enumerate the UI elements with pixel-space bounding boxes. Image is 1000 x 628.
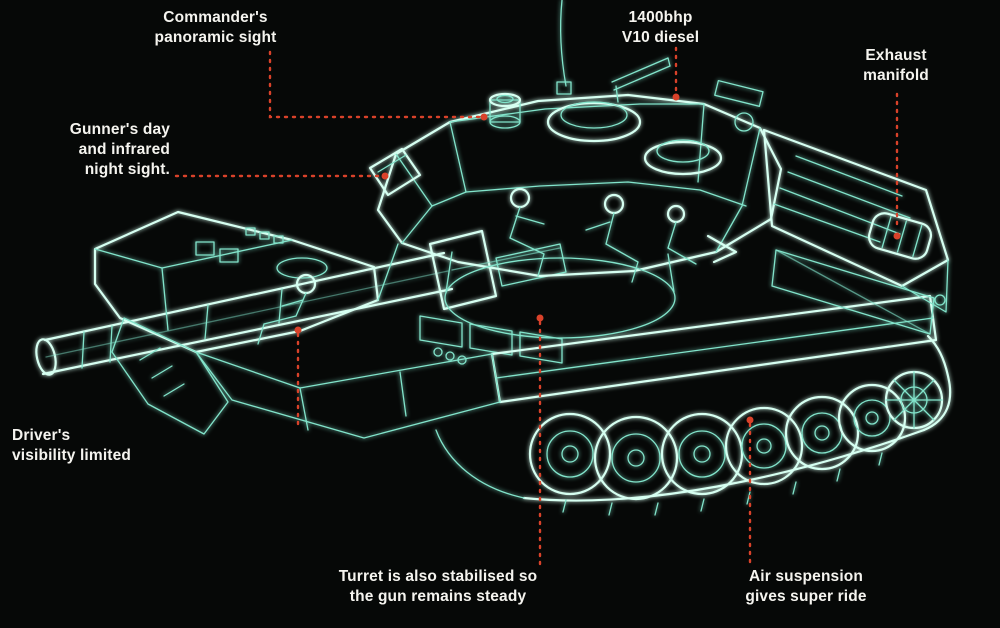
gun-barrel [35,229,567,376]
gunner-figure [509,187,531,209]
road-wheel [837,383,907,453]
tank-cutaway-illustration [35,0,952,516]
snorkel [714,79,764,107]
road-wheels [528,370,944,501]
commander-figure [603,193,625,215]
label-exhaust-manifold: Exhaust manifold [863,47,929,84]
tail-light [934,294,946,306]
road-wheel [593,415,679,501]
headlight [195,241,215,256]
roof-machine-gun [611,57,671,103]
label-gunners-sight: Gunner's day and infrared night sight. [69,121,170,178]
driver-figure [257,273,317,345]
road-wheel [724,406,804,486]
loader-figure [666,204,686,224]
gunners-sight-housing [368,147,422,197]
leader-lines [174,46,901,566]
engine-deck [706,79,950,335]
label-engine: 1400bhp V10 diesel [621,9,700,46]
crew-figures [509,187,697,283]
drive-sprocket [884,370,944,430]
road-wheel [660,412,744,496]
radio-antenna [556,0,572,95]
hull-front [93,210,399,354]
label-driver-visibility: Driver's visibility limited [12,427,131,464]
commander-cupola [546,101,642,143]
road-wheel [784,395,860,471]
exhaust-manifold [867,212,933,260]
road-wheel [528,412,612,496]
leader-commanders-sight [268,50,482,119]
label-commanders-panoramic-sight: Commander's panoramic sight [154,9,277,46]
front-track [111,317,229,435]
turret [376,93,783,278]
turret-basket [419,251,676,365]
gun-mantlet [428,229,498,311]
label-turret-stabilised: Turret is also stabilised so the gun rem… [338,568,538,605]
loader-hatch [643,139,723,176]
hull-lower [195,294,938,439]
commanders-panoramic-sight [488,92,522,129]
headlight [219,248,239,263]
gun-breech [495,243,567,287]
track [435,334,952,516]
driver-hatch [276,257,328,279]
label-air-suspension: Air suspension gives super ride [745,568,867,605]
